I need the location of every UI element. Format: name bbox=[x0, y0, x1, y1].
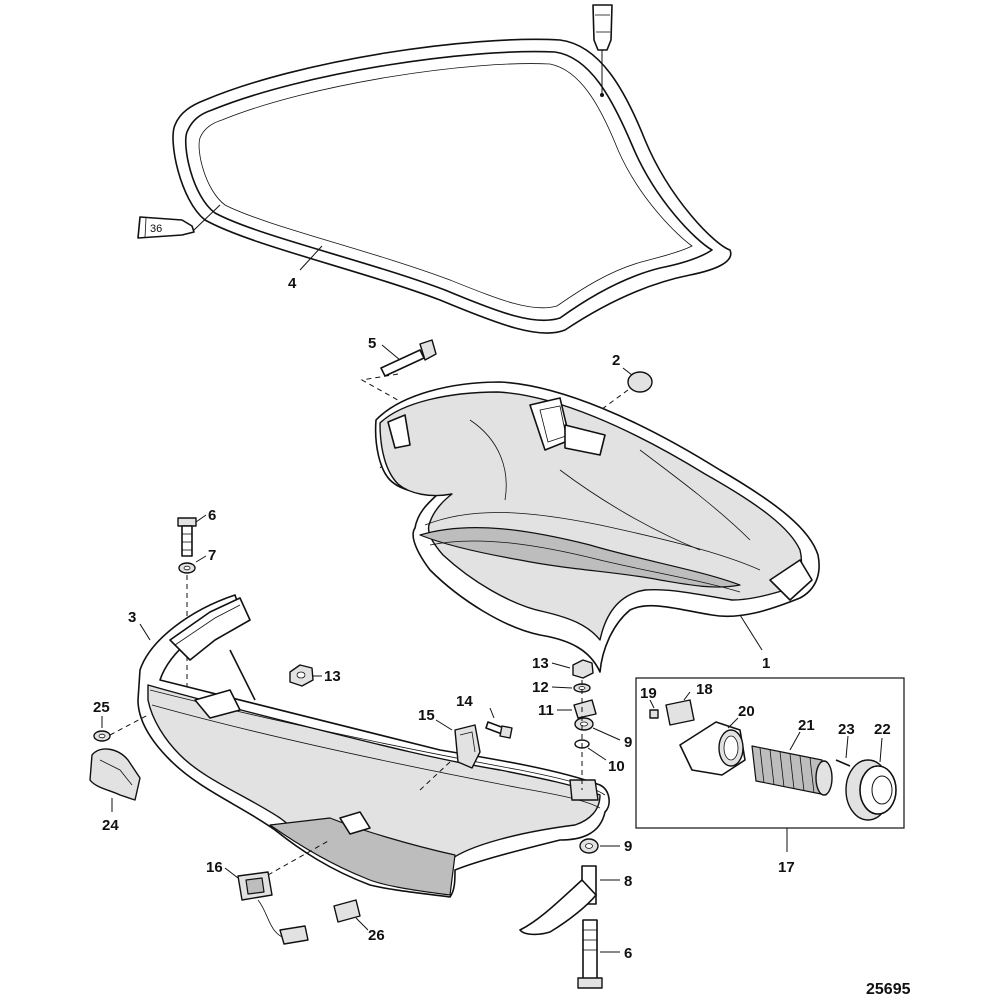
washer-part-12: 12 bbox=[532, 679, 591, 696]
washer-part-7: 7 bbox=[178, 547, 216, 700]
inset-frame bbox=[635, 677, 905, 829]
callout-6-upper: 6 bbox=[208, 507, 216, 524]
callout-3: 3 bbox=[128, 609, 136, 626]
figure-number: 25695 bbox=[866, 981, 911, 998]
grommet-part-9-lower: 9 bbox=[579, 838, 632, 855]
switch-part-16: 16 bbox=[206, 839, 331, 945]
callout-20: 20 bbox=[738, 703, 755, 720]
callout-13-left: 13 bbox=[324, 668, 341, 685]
callout-14: 14 bbox=[456, 693, 473, 710]
callout-8: 8 bbox=[624, 873, 632, 890]
screw-part-14: 14 bbox=[456, 693, 513, 739]
cowl-seal-part-4 bbox=[172, 38, 732, 334]
callout-5: 5 bbox=[368, 335, 376, 352]
callout-21: 21 bbox=[798, 717, 815, 734]
callout-4: 4 bbox=[288, 275, 297, 292]
callout-25: 25 bbox=[93, 699, 110, 716]
callout-18: 18 bbox=[696, 681, 713, 698]
sealant-tube-label: 36 bbox=[150, 223, 162, 235]
sealant-tube-36-icon: 36 bbox=[137, 204, 221, 239]
callout-6-lower: 6 bbox=[624, 945, 632, 962]
bolt-part-5: 5 bbox=[360, 335, 437, 471]
callout-16: 16 bbox=[206, 859, 223, 876]
nut-part-13-right: 13 bbox=[532, 655, 594, 679]
callout-7: 7 bbox=[208, 547, 216, 564]
air-intake-assembly-inset: 19 18 20 21 23 22 17 bbox=[635, 677, 905, 876]
callout-24: 24 bbox=[102, 817, 119, 834]
callout-19: 19 bbox=[640, 685, 657, 702]
callout-26: 26 bbox=[368, 927, 385, 944]
callout-9-upper: 9 bbox=[624, 734, 632, 751]
bolt-part-6-upper: 6 bbox=[177, 507, 216, 557]
plug-part-2: 2 bbox=[597, 352, 653, 413]
connector-part-26: 26 bbox=[333, 899, 385, 944]
callout-12: 12 bbox=[532, 679, 549, 696]
nut-part-13-left: 13 bbox=[289, 664, 341, 687]
sealant-tube-top-icon bbox=[592, 4, 613, 97]
callout-17: 17 bbox=[778, 859, 795, 876]
grommet-part-25: 25 bbox=[93, 699, 149, 742]
bolt-part-6-lower: 6 bbox=[577, 919, 632, 989]
callout-1: 1 bbox=[762, 655, 770, 672]
bracket-part-8: 8 bbox=[519, 865, 632, 936]
callout-22: 22 bbox=[874, 721, 891, 738]
o-ring-part-10: 10 bbox=[574, 680, 625, 790]
grommet-part-9-upper: 9 bbox=[574, 717, 632, 751]
upper-cowl-part-1: 1 bbox=[374, 381, 820, 673]
latch-part-24: 24 bbox=[89, 748, 141, 834]
bracket-part-11: 11 bbox=[538, 699, 597, 719]
callout-23: 23 bbox=[838, 721, 855, 738]
callout-13-right: 13 bbox=[532, 655, 549, 672]
lower-cowl-part-3: 3 bbox=[128, 594, 610, 898]
callout-15: 15 bbox=[418, 707, 435, 724]
clip-part-15: 15 bbox=[418, 707, 481, 791]
callout-11: 11 bbox=[538, 702, 554, 719]
callout-9-lower: 9 bbox=[624, 838, 632, 855]
callout-2: 2 bbox=[612, 352, 620, 369]
callout-10: 10 bbox=[608, 758, 625, 775]
